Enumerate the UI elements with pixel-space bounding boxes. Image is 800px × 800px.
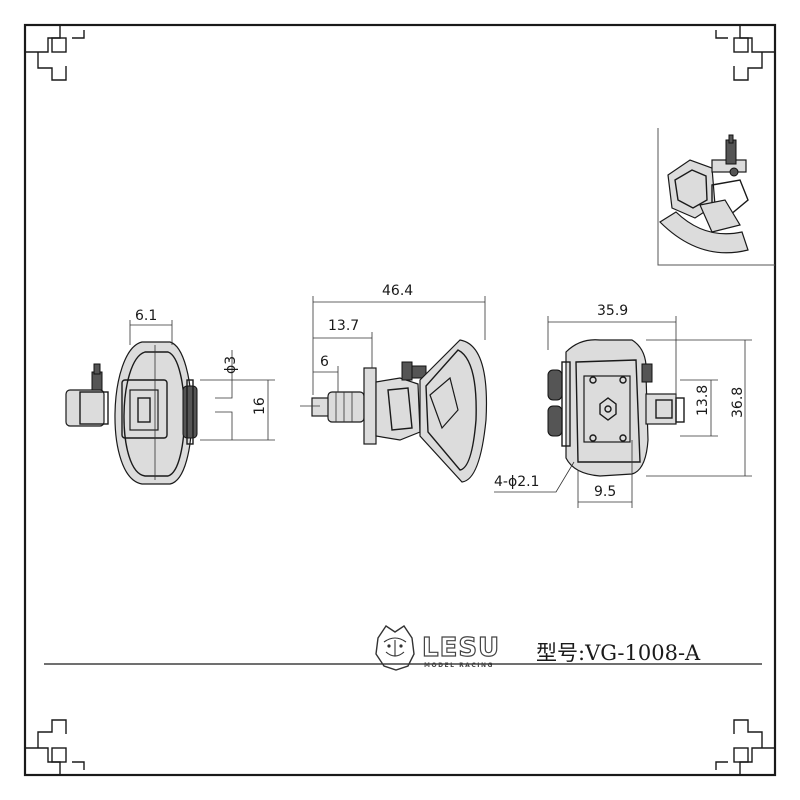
dim-side-mid: 13.7 xyxy=(328,318,359,334)
dim-rear-width: 35.9 xyxy=(597,303,628,319)
dim-rear-holes: 4-ϕ2.1 xyxy=(494,474,539,490)
dim-side-total: 46.4 xyxy=(382,283,413,299)
side-view-part xyxy=(300,339,488,483)
isometric-caliper-drawing xyxy=(659,134,749,254)
front-view-part xyxy=(65,341,198,485)
model-number-label: 型号:VG-1008-A xyxy=(536,641,701,665)
dim-side-small: 6 xyxy=(320,354,329,370)
rear-dimensions: 35.9 13.8 36.8 4-ϕ2.1 9.5 xyxy=(494,303,752,508)
dim-rear-height: 36.8 xyxy=(730,387,746,418)
corner-ornament-bottom-right xyxy=(715,719,775,775)
drawing-frame xyxy=(23,23,777,777)
title-block: LESU MODEL RACING 型号:VG-1008-A xyxy=(44,625,762,671)
corner-ornament-top-left xyxy=(25,25,85,81)
isometric-inset xyxy=(657,128,775,266)
brand-tagline: MODEL RACING xyxy=(424,662,494,669)
rear-view: 35.9 13.8 36.8 4-ϕ2.1 9.5 xyxy=(494,303,752,508)
front-dimensions: 6.1 ϕ3 16 xyxy=(129,308,275,441)
dim-front-hole: ϕ3 xyxy=(223,356,239,374)
corner-ornament-bottom-left xyxy=(25,719,85,775)
lion-logo-icon xyxy=(375,625,415,671)
dim-rear-offset: 9.5 xyxy=(594,484,616,500)
side-dimensions: 46.4 13.7 6 xyxy=(312,283,486,395)
rear-view-part xyxy=(547,339,685,477)
dim-front-height: 16 xyxy=(252,397,268,415)
corner-ornament-top-right xyxy=(715,25,775,81)
front-view: 6.1 ϕ3 16 xyxy=(65,308,275,485)
dim-front-width: 6.1 xyxy=(135,308,157,324)
side-view: 46.4 13.7 6 xyxy=(300,283,488,483)
dim-rear-inner-height: 13.8 xyxy=(695,385,711,416)
brand-name: LESU xyxy=(422,633,500,663)
